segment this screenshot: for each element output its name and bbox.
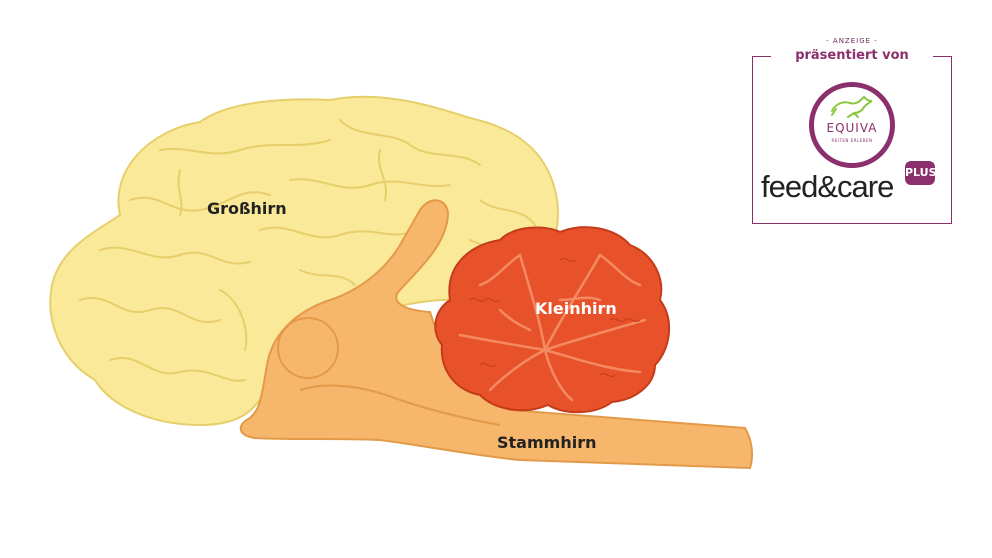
label-kleinhirn: Kleinhirn bbox=[535, 299, 617, 318]
cerebrum-folds bbox=[79, 119, 536, 382]
sponsor-box[interactable]: - ANZEIGE - präsentiert von EQUIVA REITE… bbox=[752, 37, 952, 224]
cerebrum-shape bbox=[49, 95, 559, 427]
label-stammhirn: Stammhirn bbox=[497, 433, 596, 452]
presented-by-text: präsentiert von bbox=[771, 47, 933, 65]
cerebellum-branches bbox=[458, 253, 647, 402]
brainstem-line bbox=[299, 384, 501, 426]
brainstem-shape bbox=[239, 199, 754, 470]
cerebellum-shape bbox=[434, 226, 671, 414]
equiva-tagline: REITEN ERLEBEN bbox=[831, 138, 873, 143]
ad-label: - ANZEIGE - bbox=[826, 37, 878, 45]
brainstem bbox=[239, 199, 754, 470]
brainstem-circle bbox=[277, 317, 339, 379]
plus-badge: PLUS bbox=[905, 161, 937, 185]
equiva-logo[interactable]: EQUIVA REITEN ERLEBEN bbox=[809, 82, 895, 168]
equiva-wordmark: EQUIVA bbox=[826, 121, 878, 135]
cerebellum bbox=[434, 226, 671, 414]
horse-icon bbox=[831, 95, 873, 118]
label-grosshirn: Großhirn bbox=[207, 199, 287, 218]
cerebellum-folia bbox=[469, 258, 641, 377]
feedcare-wordmark: feed&care bbox=[761, 169, 894, 204]
cerebrum bbox=[49, 95, 559, 427]
